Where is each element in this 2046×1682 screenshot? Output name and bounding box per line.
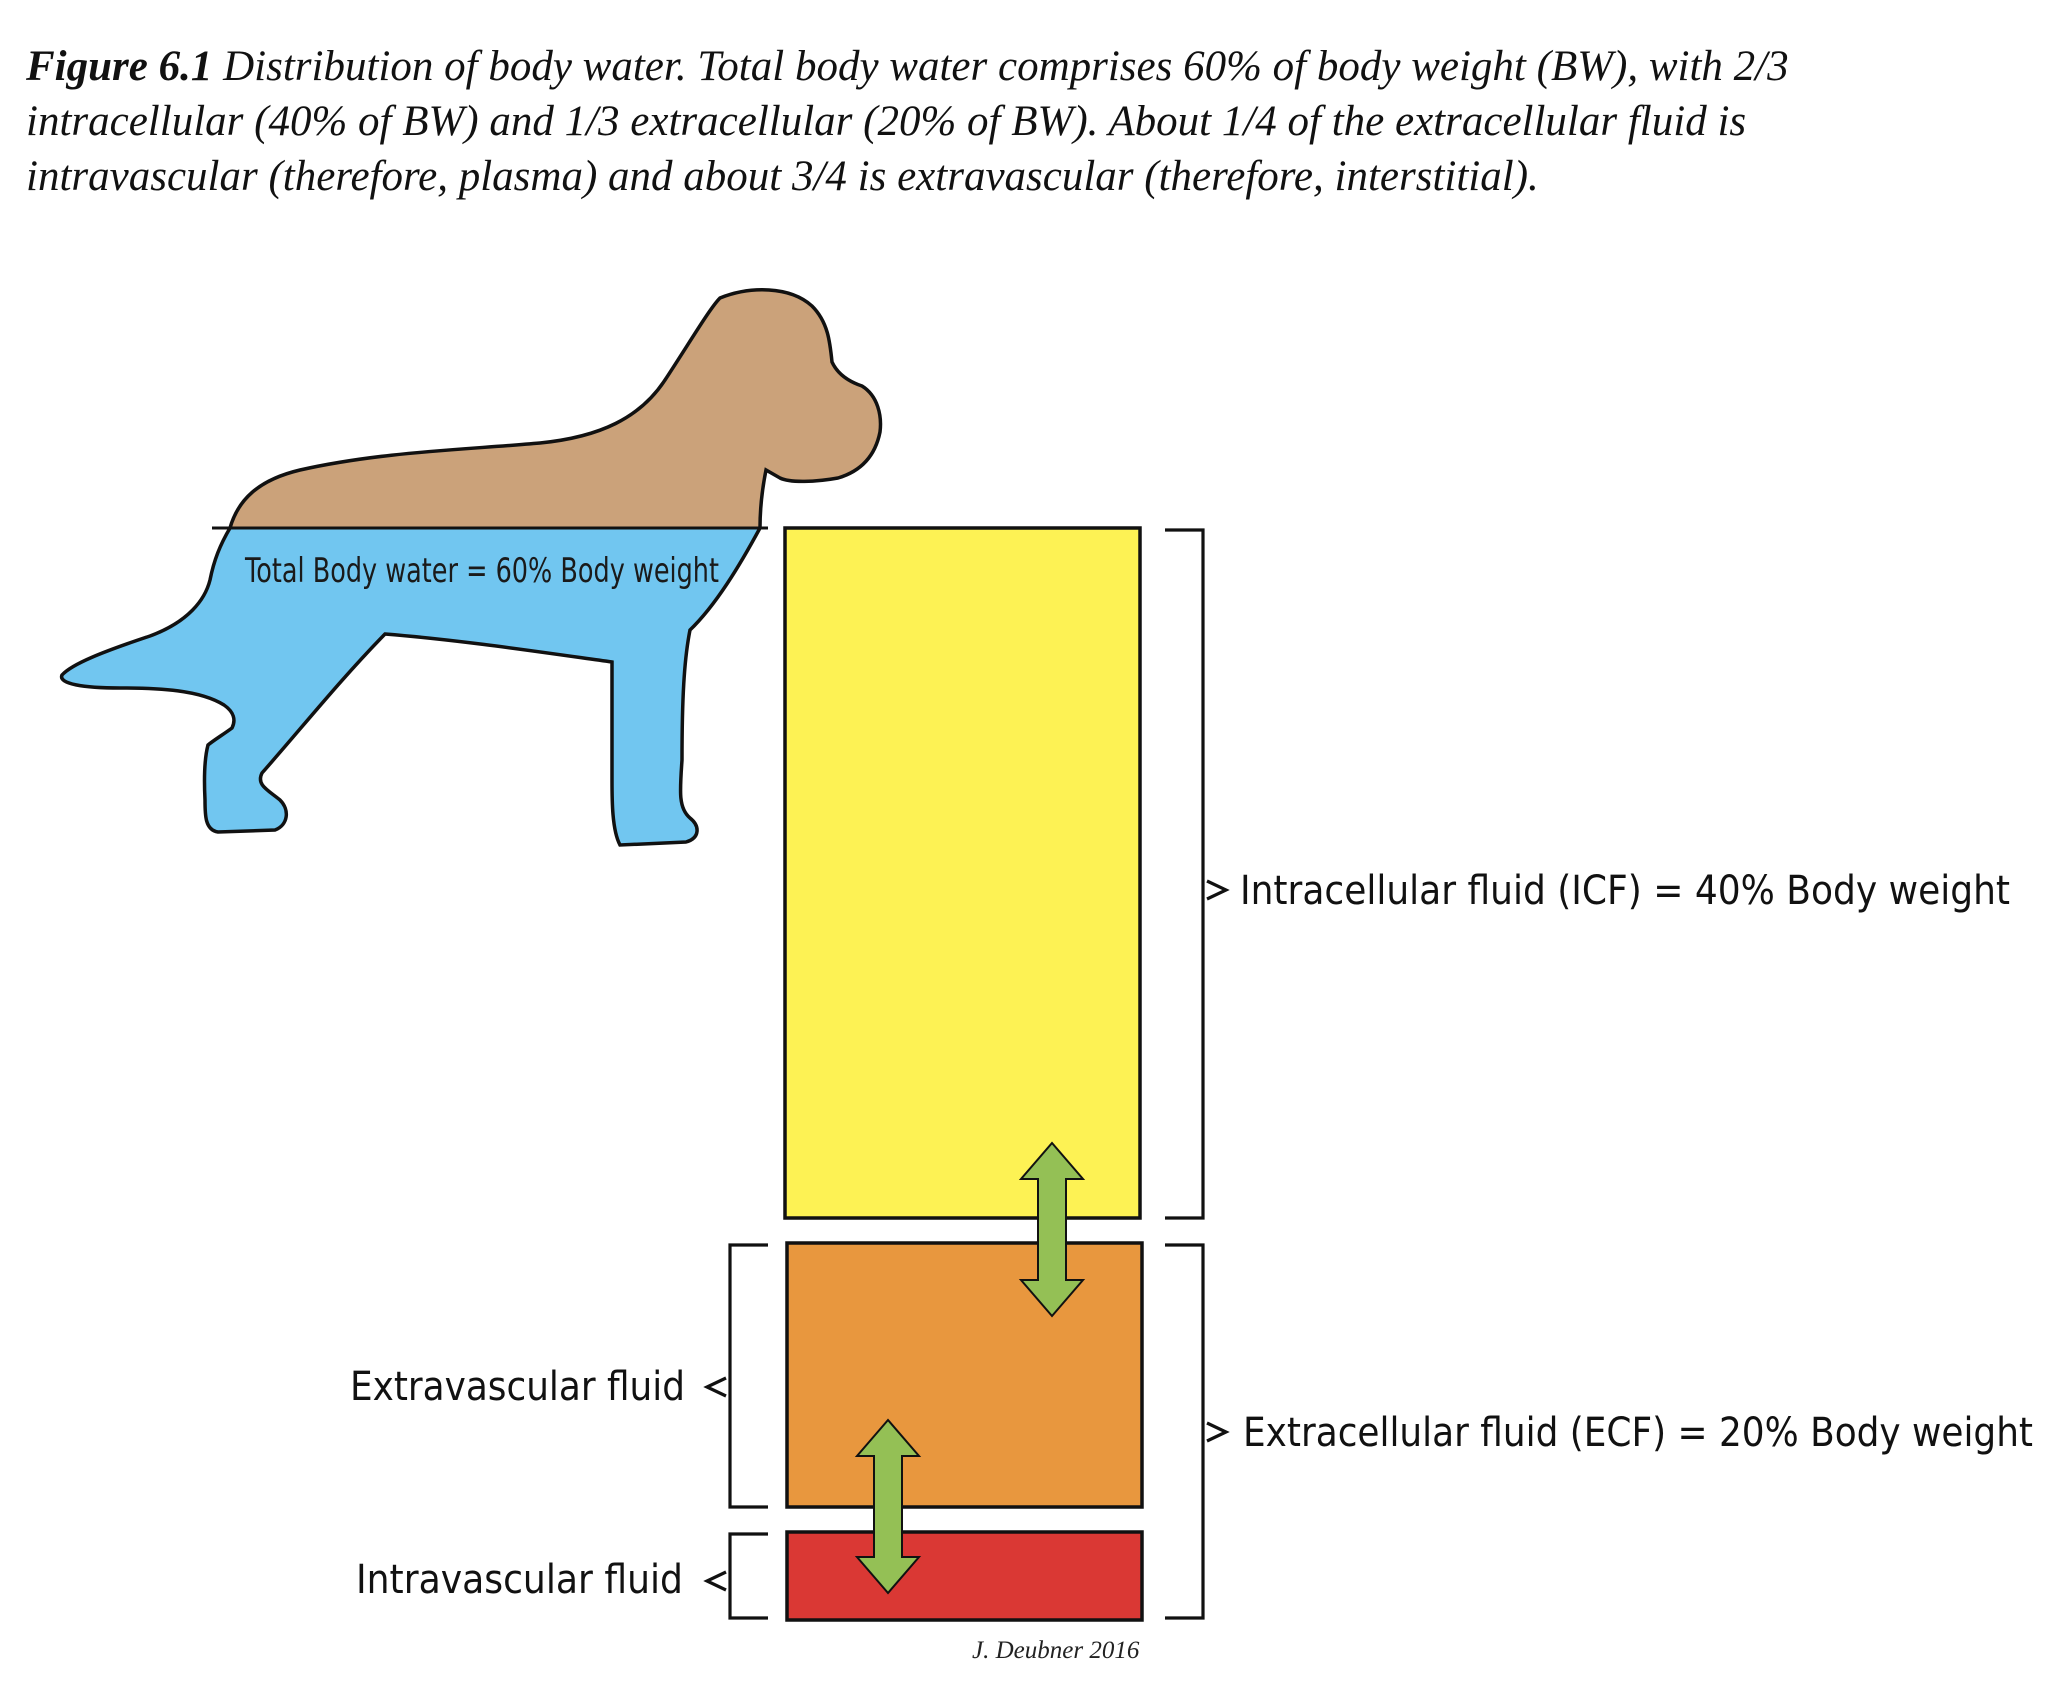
ecf-label: Extracellular fluid (ECF) = 20% Body wei… [1243,1410,2033,1456]
extravascular-bracket-pointer-icon [703,1376,727,1398]
intravascular-bracket [728,1532,768,1620]
figure-number: Figure 6.1 [25,43,212,90]
total-body-water-label: Total Body water = 60% Body weight [244,551,719,591]
extravascular-bracket [728,1243,768,1509]
extravascular-label: Extravascular fluid [350,1364,685,1410]
extravascular-box [785,1241,1144,1509]
interstitial-plasma-exchange-arrow-icon [854,1418,922,1595]
icf-bracket-pointer-icon [1206,879,1230,901]
intravascular-label: Intravascular fluid [356,1557,683,1603]
icf-bracket [1165,528,1205,1220]
icf-box [783,526,1142,1220]
ecf-bracket-pointer-icon [1206,1421,1230,1443]
caption-line-2: intracellular (40% of BW) and 1/3 extrac… [26,98,1746,145]
icf-label: Intracellular fluid (ICF) = 40% Body wei… [1240,868,2010,914]
caption-line-1: Figure 6.1 Distribution of body water. T… [25,43,1789,90]
intravascular-box [785,1530,1144,1622]
caption-text-1: Distribution of body water. Total body w… [212,43,1788,90]
dog-body-fill [61,289,881,528]
icf-ecf-exchange-arrow-icon [1018,1141,1086,1318]
caption-line-3: intravascular (therefore, plasma) and ab… [26,153,1539,200]
author-signature: J. Deubner 2016 [972,1637,1140,1664]
ecf-bracket [1165,1243,1205,1620]
intravascular-bracket-pointer-icon [703,1570,727,1592]
